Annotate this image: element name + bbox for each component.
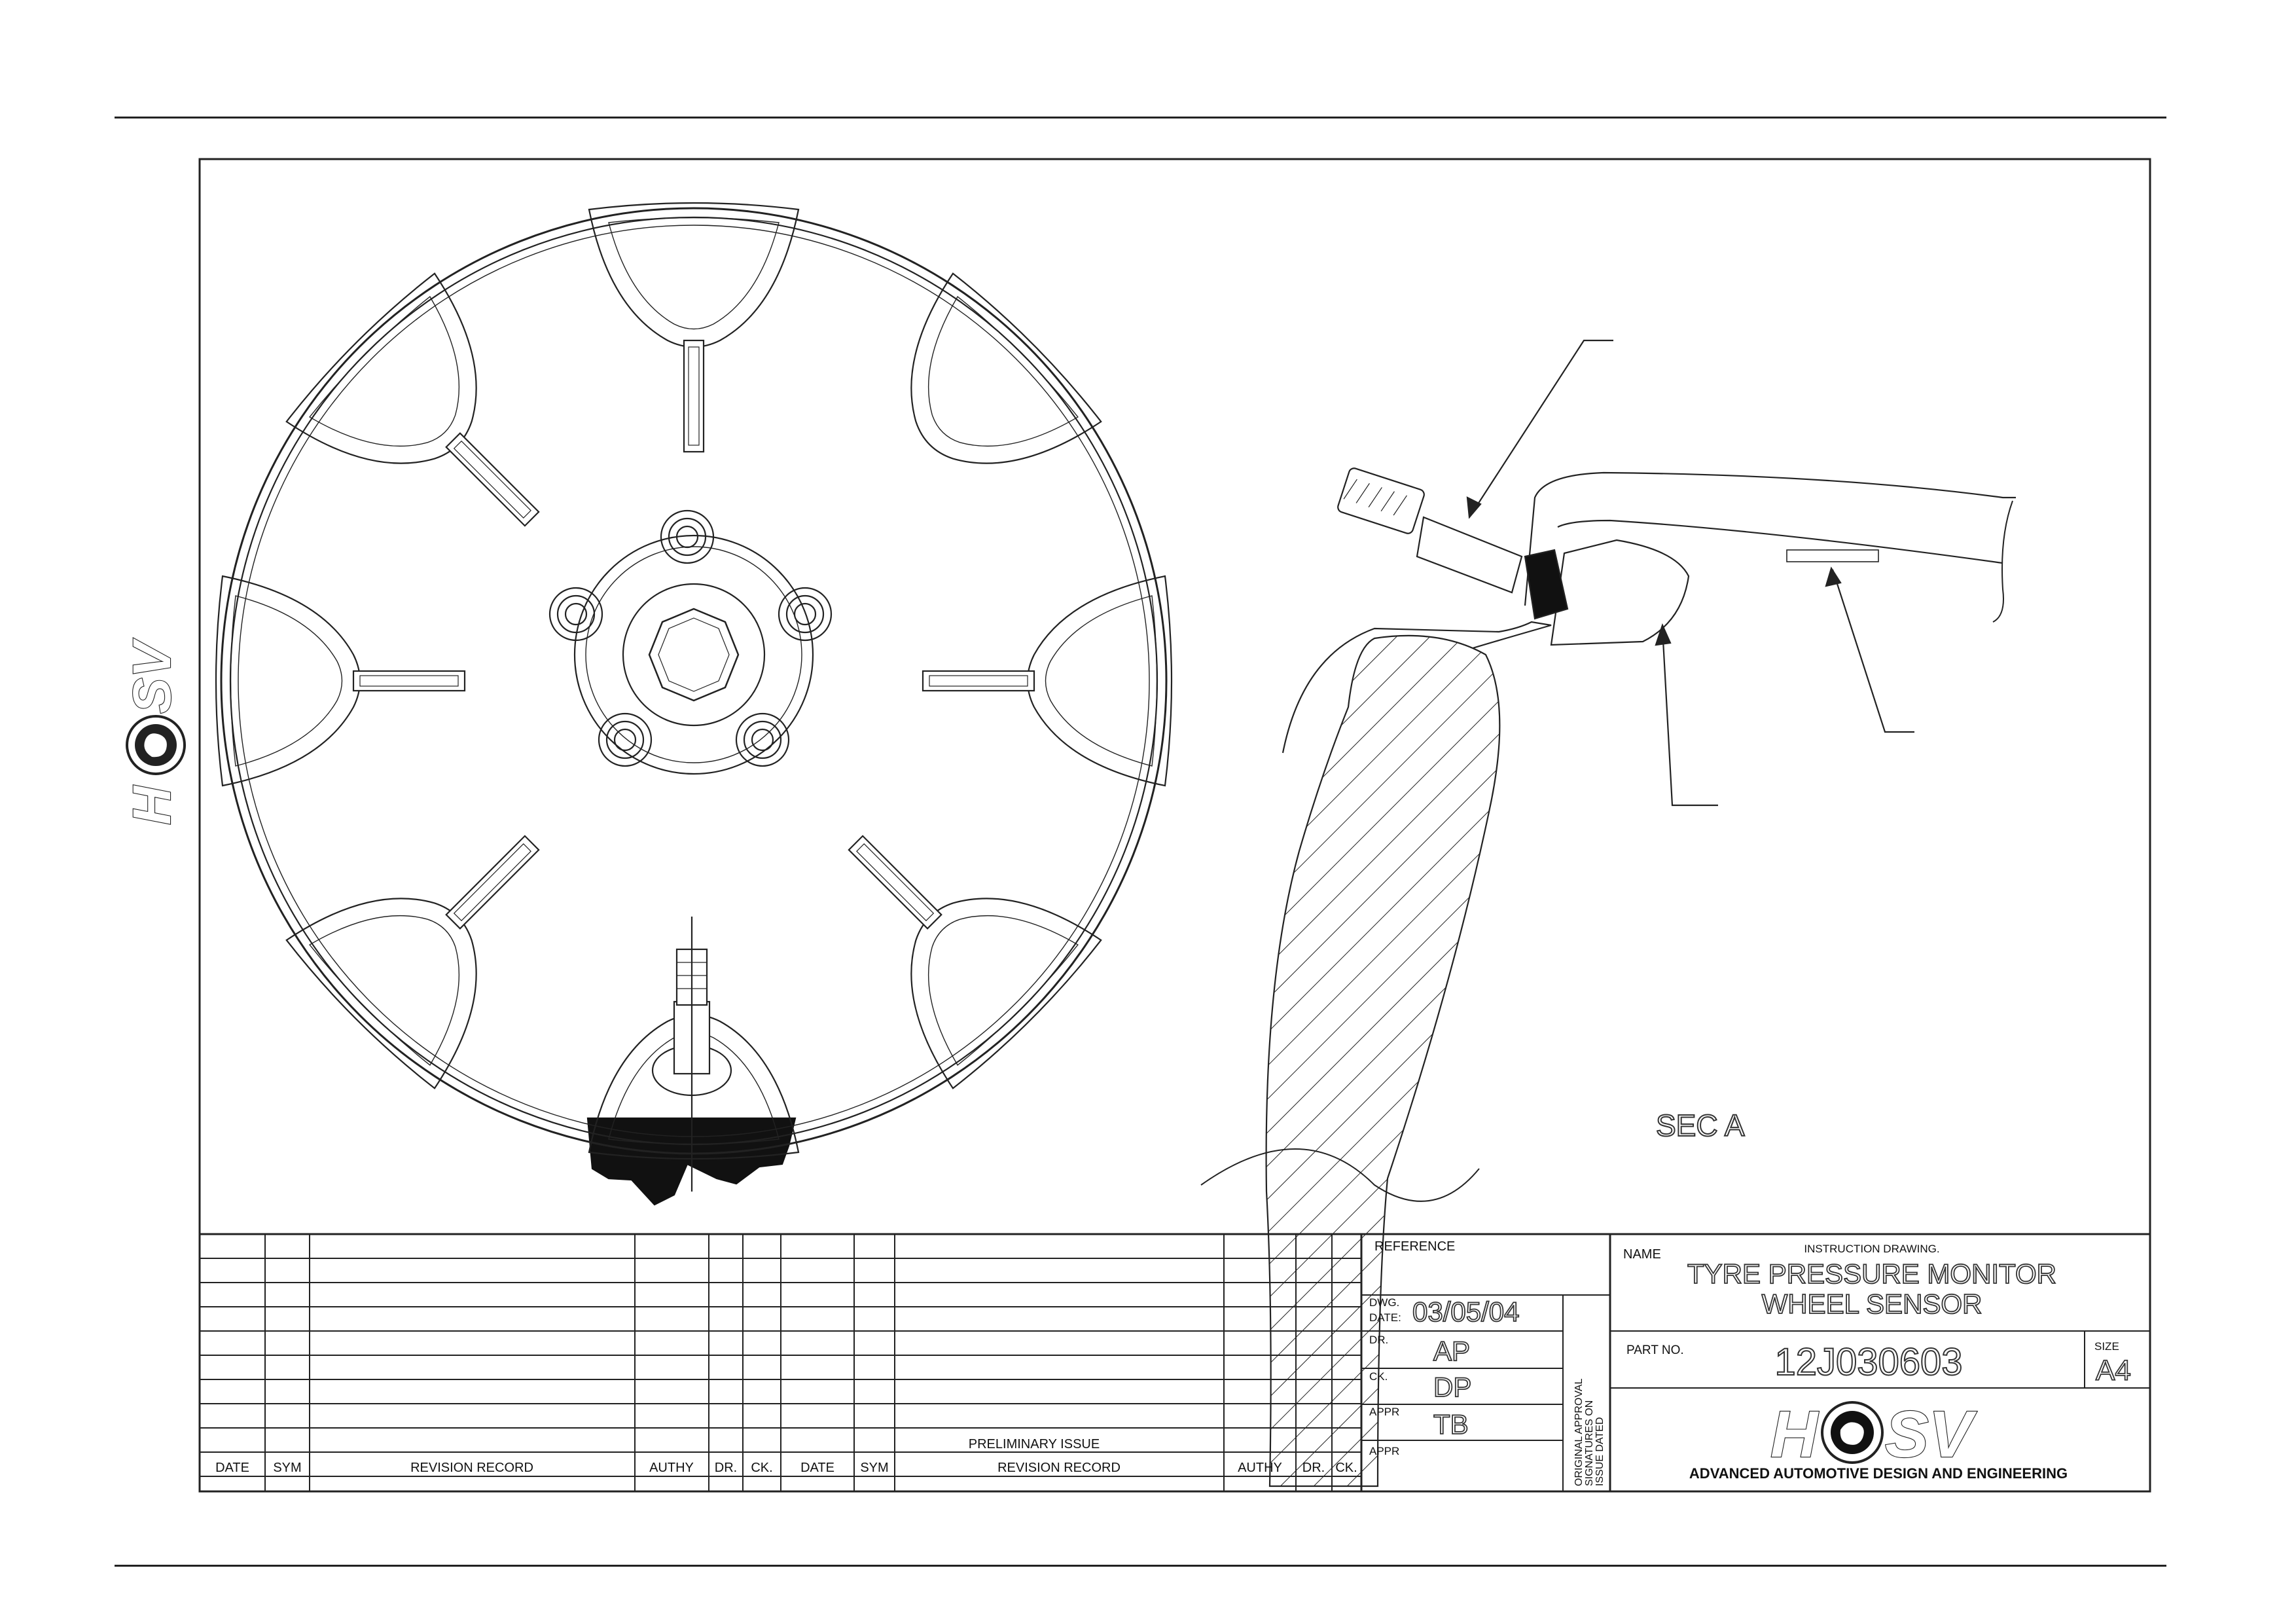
header-dr: DR. [715,1461,737,1475]
rim-section-hatched [1265,634,1501,1487]
top-rule [115,117,2166,119]
approval-note: ORIGINAL APPROVAL SIGNATURES ON ISSUE DA… [1573,1378,1605,1486]
part-no-value: 12J030603 [1774,1341,1962,1383]
ck-value: DP [1433,1372,1471,1402]
header-date: DATE [215,1461,249,1475]
logo-h: H [1770,1398,1819,1471]
svg-text:ORIGINAL APPROVAL: ORIGINAL APPROVAL [1573,1378,1585,1486]
wheel-nut-icon [660,509,715,564]
size-label: SIZE [2094,1340,2119,1353]
bottom-rule [115,1565,2166,1567]
wheel-nut-icon [548,587,603,642]
side-logo-h: H [122,785,182,825]
side-logo: H SV [122,637,186,826]
title-line-1: TYRE PRESSURE MONITOR [1687,1258,2056,1289]
header-date-2: DATE [800,1461,834,1475]
header-dr-2: DR. [1302,1461,1325,1475]
section-view [1200,339,2016,1487]
leader-valve [1469,339,1613,518]
header-sym: SYM [273,1461,301,1475]
header-revision-record-2: REVISION RECORD [997,1461,1121,1475]
hub-outer [573,534,814,775]
revision-table-text: PRELIMINARY ISSUE DATE SYM REVISION RECO… [215,1437,1357,1475]
leader-band [1831,569,1914,733]
title-block [1361,1233,2150,1491]
header-sym-2: SYM [860,1461,888,1475]
title-block-text: REFERENCE DWG. DATE: 03/05/04 DR. AP CK.… [1369,1239,2132,1486]
svg-text:ISSUE DATED: ISSUE DATED [1594,1417,1605,1487]
drawing-border [198,158,2151,1493]
rim-outer [220,207,1168,1155]
rim-windows [215,202,1173,1160]
preliminary-issue-label: PRELIMINARY ISSUE [969,1437,1100,1451]
dr-label: DR. [1369,1334,1388,1346]
header-ck: CK. [751,1461,772,1475]
dwg-date-label-1: DWG. [1369,1296,1399,1309]
company-name: ADVANCED AUTOMOTIVE DESIGN AND ENGINEERI… [1689,1465,2068,1482]
centre-bore [648,608,740,702]
leader-sensor [1661,628,1718,807]
svg-text:SIGNATURES ON: SIGNATURES ON [1584,1400,1595,1486]
header-authy-2: AUTHY [1238,1461,1282,1475]
ck-label: CK. [1369,1370,1388,1383]
dwg-date-value: 03/05/04 [1412,1296,1520,1327]
hsv-logo: H SV [1770,1397,1978,1472]
instruction-label: INSTRUCTION DRAWING. [1804,1243,1939,1255]
appr-label: APPR [1369,1406,1399,1418]
wheel-nut-icon [598,712,653,767]
reference-label: REFERENCE [1374,1239,1455,1254]
dwg-date-label-2: DATE: [1369,1311,1401,1324]
side-logo-sv: SV [122,638,182,714]
wheel-nut-icon [778,587,833,642]
logo-sv: SV [1885,1398,1977,1471]
title-line-2: WHEEL SENSOR [1762,1288,1982,1319]
revision-table [200,1233,1371,1491]
dr-value: AP [1433,1336,1470,1366]
part-no-label: PART NO. [1626,1343,1684,1357]
appr-value: TB [1433,1409,1469,1440]
wheel-front-view [215,202,1173,1206]
wheel-nut-icon [735,712,790,767]
header-revision-record: REVISION RECORD [410,1461,533,1475]
name-label: NAME [1623,1247,1661,1262]
size-value: A4 [2096,1355,2131,1387]
header-authy: AUTHY [649,1461,694,1475]
appr-label-2: APPR [1369,1445,1399,1457]
header-ck-2: CK. [1335,1461,1357,1475]
section-view-label: SEC A [1656,1108,1745,1142]
